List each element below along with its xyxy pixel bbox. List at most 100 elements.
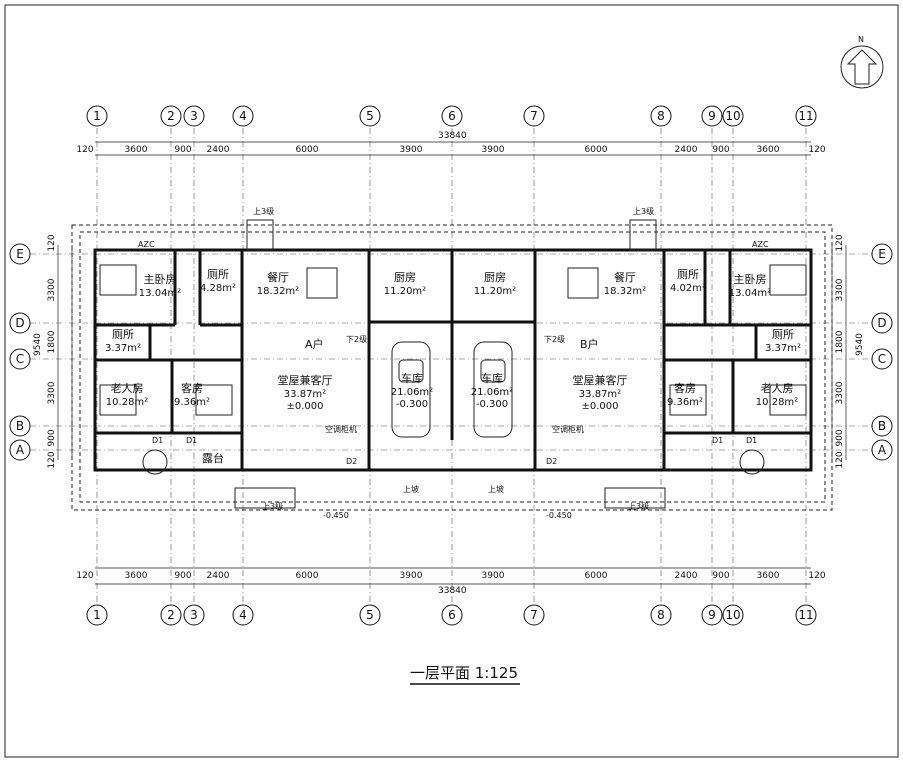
room-area: 10.28m² bbox=[756, 397, 798, 408]
axis-label: 8 bbox=[657, 608, 665, 622]
entry-porches bbox=[234, 219, 666, 509]
room-area: 21.06m² bbox=[391, 387, 433, 398]
dimension-text: 1800 bbox=[835, 330, 845, 353]
dimension-text: 3600 bbox=[125, 145, 148, 155]
axis-label: 10 bbox=[725, 109, 740, 123]
axis-bubble bbox=[701, 604, 723, 626]
room-name: 主卧房 bbox=[734, 273, 767, 286]
axis-label: 4 bbox=[239, 109, 247, 123]
dimension-text: 900 bbox=[47, 429, 57, 446]
room-area: 18.32m² bbox=[604, 286, 646, 297]
axis-label: 3 bbox=[190, 608, 198, 622]
axis-label: D bbox=[877, 316, 886, 330]
total-width-bottom: 33840 bbox=[438, 586, 467, 596]
room-area: 11.20m² bbox=[384, 286, 426, 297]
interior-walls bbox=[95, 250, 811, 470]
room-area: 9.36m² bbox=[667, 397, 703, 408]
axis-label: 11 bbox=[798, 109, 813, 123]
unit-a-label: A户 bbox=[305, 337, 324, 351]
axis-bubble bbox=[160, 604, 182, 626]
dimension-text: 900 bbox=[174, 571, 191, 581]
dimension-text: 120 bbox=[76, 145, 93, 155]
bed-icon bbox=[99, 264, 807, 416]
dimension-text: 6000 bbox=[585, 571, 608, 581]
exterior-walls bbox=[93, 248, 813, 472]
axis-bubble bbox=[9, 415, 31, 437]
room-name: 厕所 bbox=[207, 268, 229, 281]
axis-label: A bbox=[878, 443, 887, 457]
dimension-text: 6000 bbox=[296, 145, 319, 155]
ramp-label-a: 上坡 bbox=[403, 484, 419, 494]
dimension-text: 120 bbox=[835, 451, 845, 468]
room-area: 9.36m² bbox=[174, 397, 210, 408]
axis-label: D bbox=[15, 316, 24, 330]
room-name: 餐厅 bbox=[267, 270, 289, 284]
room-name: 餐厅 bbox=[614, 270, 636, 284]
dimension-text: 3900 bbox=[400, 145, 423, 155]
dimension-text: 900 bbox=[835, 429, 845, 446]
north-label: N bbox=[858, 35, 864, 44]
axis-label: C bbox=[878, 352, 886, 366]
axis-label: 8 bbox=[657, 109, 665, 123]
axis-bubble bbox=[650, 105, 672, 127]
drawing-title: 一层平面 1:125 bbox=[410, 664, 518, 682]
room-area: 10.28m² bbox=[106, 397, 148, 408]
axis-bubble bbox=[183, 105, 205, 127]
ramp-label-b: 上坡 bbox=[488, 484, 504, 494]
garage-car-icon bbox=[391, 341, 513, 438]
axis-label: 5 bbox=[366, 608, 374, 622]
room-name: 车库 bbox=[401, 371, 423, 385]
room-name: 主卧房 bbox=[144, 273, 177, 286]
axis-bubble bbox=[441, 604, 463, 626]
dimension-text: 120 bbox=[76, 571, 93, 581]
depth-total-left: 9540 bbox=[33, 333, 43, 356]
axis-bubble bbox=[523, 604, 545, 626]
dimension-text: 3900 bbox=[482, 571, 505, 581]
dimension-text: 900 bbox=[712, 145, 729, 155]
drawing-frame bbox=[4, 4, 899, 758]
door-d2-b: D2 bbox=[546, 457, 557, 466]
room-name: 老人房 bbox=[111, 382, 144, 395]
dimension-text: 3900 bbox=[400, 571, 423, 581]
axis-bubble bbox=[9, 312, 31, 334]
axis-label: 3 bbox=[190, 109, 198, 123]
dimension-text: 900 bbox=[174, 145, 191, 155]
depth-total-right: 9540 bbox=[855, 333, 865, 356]
room-area: 13.04m² bbox=[139, 288, 181, 299]
axis-label: B bbox=[16, 419, 24, 433]
dimension-text: 2400 bbox=[675, 571, 698, 581]
door-d2-a: D2 bbox=[346, 457, 357, 466]
door-d1-c: D1 bbox=[712, 436, 723, 445]
room-name: 厨房 bbox=[484, 271, 506, 284]
room-name: 堂屋兼客厅 bbox=[573, 373, 628, 387]
axis-label: C bbox=[16, 352, 24, 366]
ac-label-a: 空调柜机 bbox=[325, 424, 357, 434]
axis-bubble bbox=[9, 439, 31, 461]
axis-bubble bbox=[871, 439, 893, 461]
room-name: 露台 bbox=[202, 451, 224, 465]
room-name: 老人房 bbox=[761, 382, 794, 395]
room-level: -0.300 bbox=[476, 399, 508, 410]
room-area: 33.87m² bbox=[284, 389, 326, 400]
ext-level-a: -0.450 bbox=[323, 511, 349, 520]
terrace-table-icon bbox=[142, 449, 765, 475]
dimension-text: 3600 bbox=[125, 571, 148, 581]
axis-bubble bbox=[795, 105, 817, 127]
axis-label: A bbox=[16, 443, 25, 457]
axis-bubble bbox=[722, 105, 744, 127]
window-azc-a: AZC bbox=[138, 240, 155, 249]
axis-bubble bbox=[86, 604, 108, 626]
dining-table-icon bbox=[306, 267, 599, 299]
axis-label: 5 bbox=[366, 109, 374, 123]
door-d1-d: D1 bbox=[746, 436, 757, 445]
axis-label: 2 bbox=[167, 109, 175, 123]
room-area: 21.06m² bbox=[471, 387, 513, 398]
axis-bubble bbox=[871, 348, 893, 370]
axis-bubble bbox=[9, 348, 31, 370]
axis-bubble bbox=[86, 105, 108, 127]
axis-bubble bbox=[359, 105, 381, 127]
